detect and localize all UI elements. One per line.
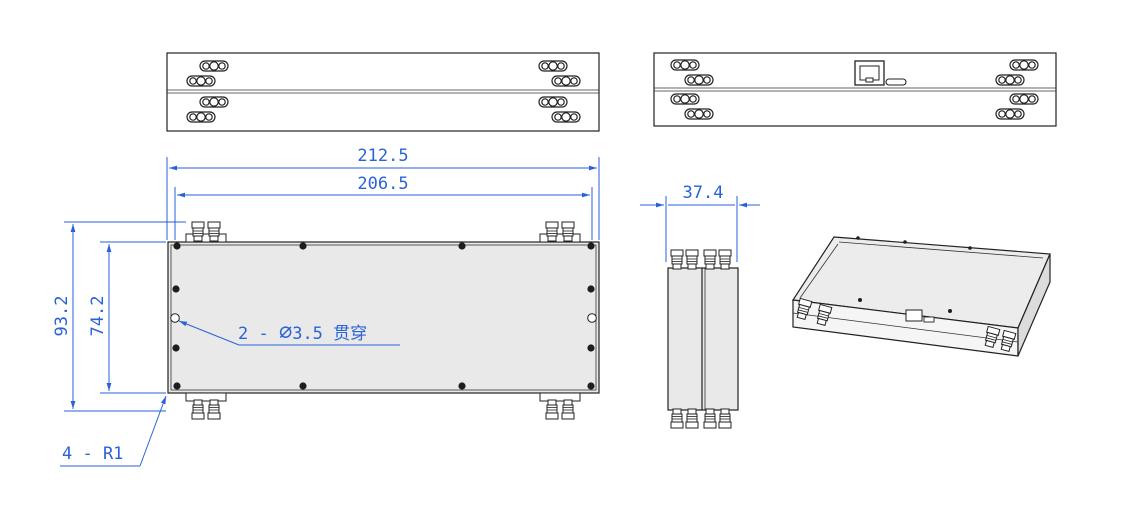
radius-callout: 4 - R1 (62, 444, 123, 464)
dim-depth: 37.4 (683, 183, 724, 203)
top-view-right (653, 52, 1057, 127)
ethernet-port-icon (854, 60, 885, 86)
through-hole-right (587, 313, 597, 323)
diameter-symbol: ⌀ (279, 320, 292, 345)
top-view-left (166, 52, 600, 132)
dim-mount-height: 74.2 (88, 296, 108, 337)
through-hole-left (170, 313, 180, 323)
hole-callout: 2 - ⌀3.5 贯穿 (238, 320, 367, 345)
usb-port-icon (885, 78, 907, 86)
hole-callout-value: 3.5 贯穿 (292, 324, 367, 344)
iso-ethernet-port-icon (905, 309, 923, 322)
hole-callout-prefix: 2 - (238, 324, 279, 344)
dimension-lines (60, 157, 760, 467)
front-view (167, 221, 600, 420)
dim-overall-length: 212.5 (357, 146, 408, 166)
isometric-view (791, 236, 1051, 357)
dim-overall-height: 93.2 (52, 296, 72, 337)
dim-mount-length: 206.5 (357, 174, 408, 194)
side-view (667, 249, 739, 429)
